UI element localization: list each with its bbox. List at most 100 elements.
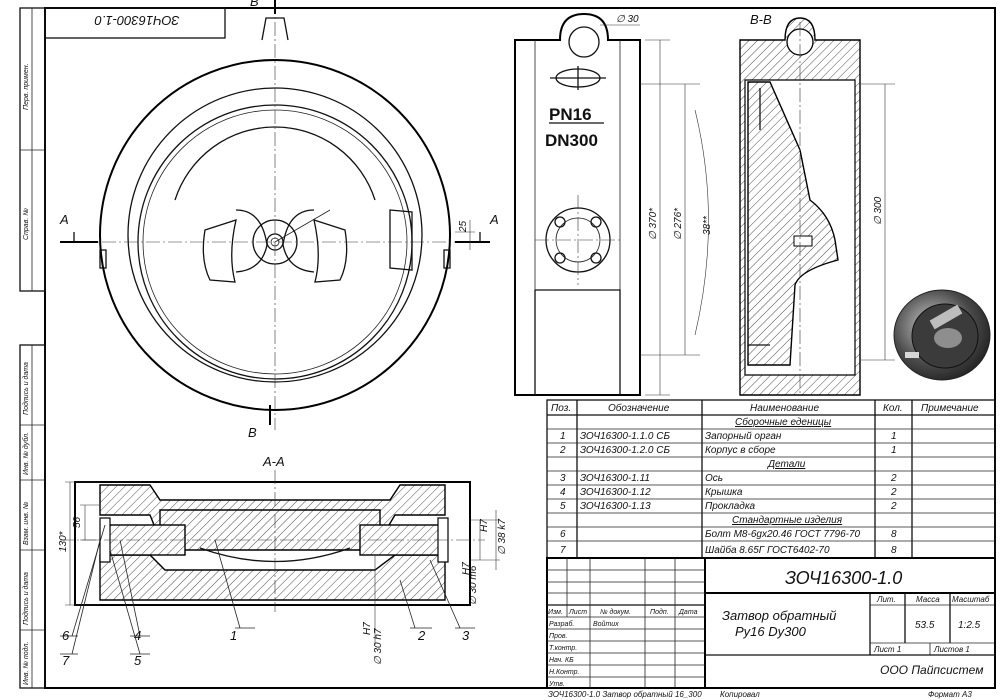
title-doc-code: ЗОЧ16300-1.0 — [785, 568, 902, 588]
aa-dim-hole-bottom-sub: H7 — [362, 622, 373, 635]
role-label: Нач. КБ — [549, 657, 574, 664]
side-label-podpis-data-top: Подпись и дата — [22, 362, 30, 415]
role-label: Т.контр. — [549, 645, 577, 652]
spec-row-pos: 1 — [560, 431, 566, 442]
title-mass-value: 53.5 — [915, 620, 935, 631]
footer: ЗОЧ16300-1.0 Затвор обратный 16_300 Копи… — [548, 690, 972, 699]
side-label-vzam-inv: Взам. инв. № — [23, 501, 30, 545]
title-company: ООО Пайпсистем — [880, 663, 983, 677]
rev-header-sign: Подп. — [650, 608, 669, 616]
spec-header-name: Наименование — [750, 403, 819, 414]
section-aa-title: А-А — [262, 454, 285, 469]
section-label-bottom: B — [248, 425, 257, 440]
footer-copied: Копировал — [720, 690, 760, 699]
spec-header-note: Примечание — [921, 403, 979, 414]
callout-7: 7 — [62, 653, 70, 668]
callout-1: 1 — [230, 628, 237, 643]
dim-arc: 38** — [702, 215, 713, 235]
spec-section-title: Сборочные еденицы — [735, 416, 832, 428]
spec-row-designation: ЗОЧ16300-1.13 — [580, 501, 651, 512]
main-view: A A B B 25 — [59, 0, 499, 440]
spec-row-name: Шайба 8.65Г ГОСТ6402-70 — [705, 544, 830, 556]
rev-header-list: Лист — [568, 609, 587, 616]
marking-diameter: DN300 — [545, 131, 598, 150]
title-block: ЗОЧ16300-1.0 Затвор обратный Ру16 Dу300 … — [546, 557, 996, 689]
callout-4: 4 — [134, 628, 141, 643]
manufacturer-logo-icon — [550, 66, 606, 90]
role-label: Разраб. — [549, 620, 574, 628]
aa-dim-hole-right-1: ∅ 30 m6 — [468, 565, 479, 605]
spec-row-qty: 2 — [890, 487, 897, 498]
cut-label-left: A — [59, 212, 69, 227]
cut-label-right: A — [489, 212, 499, 227]
section-bb-title: B-B — [750, 12, 772, 27]
footer-format: Формат А3 — [928, 690, 972, 699]
body-front-view: PN16 DN300 ∅ 30 ∅ 370* ∅ 276* 38** — [514, 12, 713, 396]
dim-outer: ∅ 370* — [648, 207, 659, 240]
section-aa-view: А-А 130* 5 6 ∅ 30 h7 H7 ∅ 30 m6 H7 ∅ 38 k… — [58, 454, 508, 668]
spec-row-name: Корпус в сборе — [705, 444, 776, 456]
spec-row-designation: ЗОЧ16300-1.11 — [580, 473, 650, 484]
spec-row-qty: 8 — [891, 529, 897, 540]
aa-dim-hole-right-2: ∅ 38 k7 — [497, 519, 508, 555]
rev-header-doc: № докум. — [600, 608, 631, 616]
spec-header-designation: Обозначение — [608, 402, 670, 414]
rev-header-izm: Изм. — [548, 609, 563, 616]
aa-dim-hole-right-2-sub: H7 — [479, 519, 490, 532]
role-label: Пров. — [549, 633, 568, 640]
section-bb-dim-bore: ∅ 300 — [873, 196, 884, 225]
title-product-name-line1: Затвор обратный — [722, 608, 836, 623]
title-col-lit: Лит. — [876, 595, 896, 604]
callout-6: 6 — [62, 628, 70, 643]
title-product-name-line2: Ру16 Dу300 — [735, 624, 807, 639]
section-bb-view: B-B ∅ 300 — [739, 12, 895, 396]
spec-row-name: Прокладка — [705, 501, 756, 512]
spec-row-name: Крышка — [705, 487, 743, 498]
title-col-mass: Масса — [916, 595, 940, 604]
spec-row-name: Ось — [705, 473, 723, 484]
side-label-podpis-data-bottom: Подпись и дата — [22, 572, 30, 625]
spec-row-pos: 4 — [560, 487, 566, 498]
drawing-code-stamp: ЗОЧ16300-1.0 — [44, 7, 226, 39]
rev-header-date: Дата — [678, 609, 698, 616]
spec-row-pos: 3 — [560, 473, 566, 484]
side-label-sprav-no: Справ. № — [23, 208, 30, 240]
side-label-perv-primen: Перв. примен. — [23, 63, 30, 110]
callout-3: 3 — [462, 628, 470, 643]
spec-row-qty: 1 — [891, 431, 897, 442]
spec-row-qty: 2 — [890, 501, 897, 512]
product-render-image — [893, 289, 991, 381]
spec-row-pos: 7 — [560, 545, 566, 556]
spec-header-pos: Поз. — [551, 403, 571, 414]
spec-table: Поз. Обозначение Наименование Кол. Приме… — [546, 399, 996, 559]
dim-hole: ∅ 30 — [616, 14, 639, 25]
footer-file-name: ЗОЧ16300-1.0 Затвор обратный 16_300 — [548, 690, 702, 699]
spec-row-name: Болт М8-6gx20.46 ГОСТ 7796-70 — [705, 529, 861, 540]
spec-row-designation: ЗОЧ16300-1.12 — [580, 487, 651, 498]
spec-row-designation: ЗОЧ16300-1.2.0 СБ — [580, 445, 670, 456]
spec-row-designation: ЗОЧ16300-1.1.0 СБ — [580, 431, 670, 442]
side-margin-labels: Перв. примен. Справ. № Подпись и дата Ин… — [22, 63, 30, 685]
title-scale-value: 1:2.5 — [958, 620, 981, 631]
spec-row-pos: 6 — [560, 529, 566, 540]
drawing-code-stamp-text: ЗОЧ16300-1.0 — [94, 13, 179, 28]
dim-inner: ∅ 276* — [673, 207, 684, 240]
title-sheets: Листов 1 — [933, 645, 970, 654]
main-dim-offset: 25 — [458, 220, 469, 233]
callout-2: 2 — [417, 628, 426, 643]
spec-section-title: Детали — [767, 459, 806, 470]
callout-5: 5 — [134, 653, 142, 668]
role-name: Войтих — [593, 620, 619, 628]
spec-row-qty: 1 — [891, 445, 897, 456]
title-sheet: Лист 1 — [873, 645, 901, 654]
side-label-inv-podl: Инв. № подл. — [22, 642, 30, 685]
spec-section-title: Стандартные изделия — [732, 515, 843, 526]
spec-header-qty: Кол. — [883, 403, 903, 414]
side-label-inv-dubl: Инв. № дубл. — [22, 432, 30, 475]
aa-dim-hole-bottom: ∅ 30 h7 — [373, 628, 384, 665]
section-label-top: B — [250, 0, 259, 9]
drawing-frame — [19, 7, 996, 689]
aa-dim-height: 130* — [58, 530, 69, 552]
spec-row-pos: 5 — [560, 501, 566, 512]
